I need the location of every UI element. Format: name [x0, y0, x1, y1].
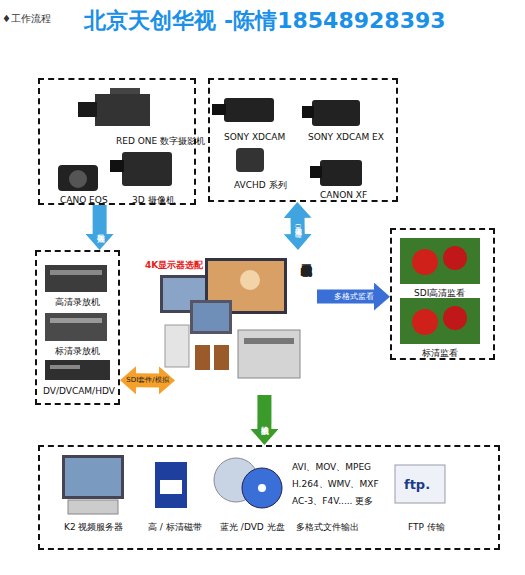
pepper — [412, 249, 438, 275]
monitor-image — [400, 298, 480, 344]
node-text: CANO EOS — [60, 195, 108, 206]
node-text: SONY XDCAM — [224, 132, 285, 143]
deck — [45, 313, 107, 341]
node-text: DV/DVCAM/HDV — [43, 386, 115, 397]
camera-body — [224, 98, 274, 122]
block-arrow — [291, 217, 305, 235]
camera-body — [236, 148, 264, 172]
camera-body — [95, 94, 150, 126]
tape-label — [160, 480, 182, 494]
ftp-icon — [395, 465, 445, 503]
server-monitor — [62, 455, 124, 499]
node-text: CANON XF — [320, 190, 367, 201]
deck-slot — [50, 318, 102, 323]
node-text: 高清录放机 — [55, 297, 100, 308]
camera-body — [122, 152, 172, 186]
camera-lens — [302, 106, 314, 118]
disc — [242, 468, 282, 508]
node-text: K2 视频服务器 — [64, 522, 124, 533]
group-box: RED ONE 数字摄影机CANO EOS3D 摄像机 — [38, 78, 196, 205]
block-arrow — [93, 205, 107, 235]
node-text: SDI高清监看 — [414, 288, 465, 299]
node-text: 4K显示器选配 — [145, 260, 203, 271]
node-text: AVI、MOV、MPEG H.264、WMV、MXF AC-3、F4V.....… — [292, 459, 384, 510]
diagram-title: 北京天创华视 -陈情18548928393 — [84, 6, 445, 36]
group-box: 高清录放机标清录放机 DV/DVCAM/HDV — [35, 250, 120, 405]
speaker — [195, 345, 210, 370]
pepper — [412, 309, 438, 335]
node-text: 蓝光 /DVD 光盘 — [220, 522, 285, 533]
io-slot — [244, 338, 294, 344]
block-arrow — [257, 395, 271, 430]
monitor — [190, 300, 232, 334]
monitor-image — [400, 238, 480, 284]
block-arrow — [317, 289, 375, 303]
deck-slot — [50, 365, 80, 369]
node-text: 高 / 标清磁带 — [148, 522, 202, 533]
screen — [65, 458, 121, 496]
screen — [193, 303, 229, 331]
arrow-label: 多格式监看 — [334, 293, 374, 301]
camera-lens — [69, 170, 87, 188]
group-box: SONY XDCAM SONY XDCAM EX AVCHD 系列 CANON XF — [208, 78, 398, 202]
deck-slot — [50, 270, 102, 275]
camera-body — [312, 100, 360, 126]
node-text: 标清录放机 — [55, 346, 100, 357]
node-text: FTP 传输 — [408, 522, 445, 533]
server-box — [68, 500, 118, 514]
arrow-label: 磁带导入(导出) — [294, 223, 301, 228]
camera-lens — [110, 160, 124, 172]
node-text: SONY XDCAM EX — [308, 132, 384, 143]
camera-lens — [212, 104, 226, 115]
node-text: AVCHD 系列 — [234, 180, 287, 191]
deck — [45, 265, 107, 292]
node-text: RED ONE 数字摄影机 — [116, 136, 205, 147]
camera-body — [320, 160, 362, 186]
screen-figure — [240, 270, 260, 290]
computer-tower — [165, 325, 189, 367]
group-box: SDI高清监看标清监看 — [390, 228, 495, 360]
camera-handle — [110, 88, 140, 94]
disc-hole — [258, 484, 266, 492]
pepper — [443, 246, 467, 270]
io-box — [238, 330, 300, 378]
camera-lens — [78, 102, 97, 117]
arrow-label: SDI套件/模拟 — [126, 377, 168, 384]
tape — [155, 462, 187, 508]
workstation-box: 4K显示器选配天创华视非编系统工作站 — [175, 250, 317, 395]
node-text: 多格式文件输出 — [296, 522, 359, 533]
deck — [45, 360, 110, 380]
pepper — [443, 306, 467, 330]
camera-lens — [310, 166, 322, 178]
camera-body — [58, 165, 98, 191]
node-text: 标清监看 — [422, 348, 458, 359]
note-label: ftp. — [404, 477, 430, 492]
speaker — [214, 345, 229, 370]
note-label: ♦工作流程 — [2, 12, 51, 26]
group-box: K2 视频服务器 高 / 标清磁带 蓝光 /DVD 光盘 AVI、MOV、MPEG H… — [38, 445, 500, 550]
node-text: 3D 摄像机 — [132, 195, 175, 206]
